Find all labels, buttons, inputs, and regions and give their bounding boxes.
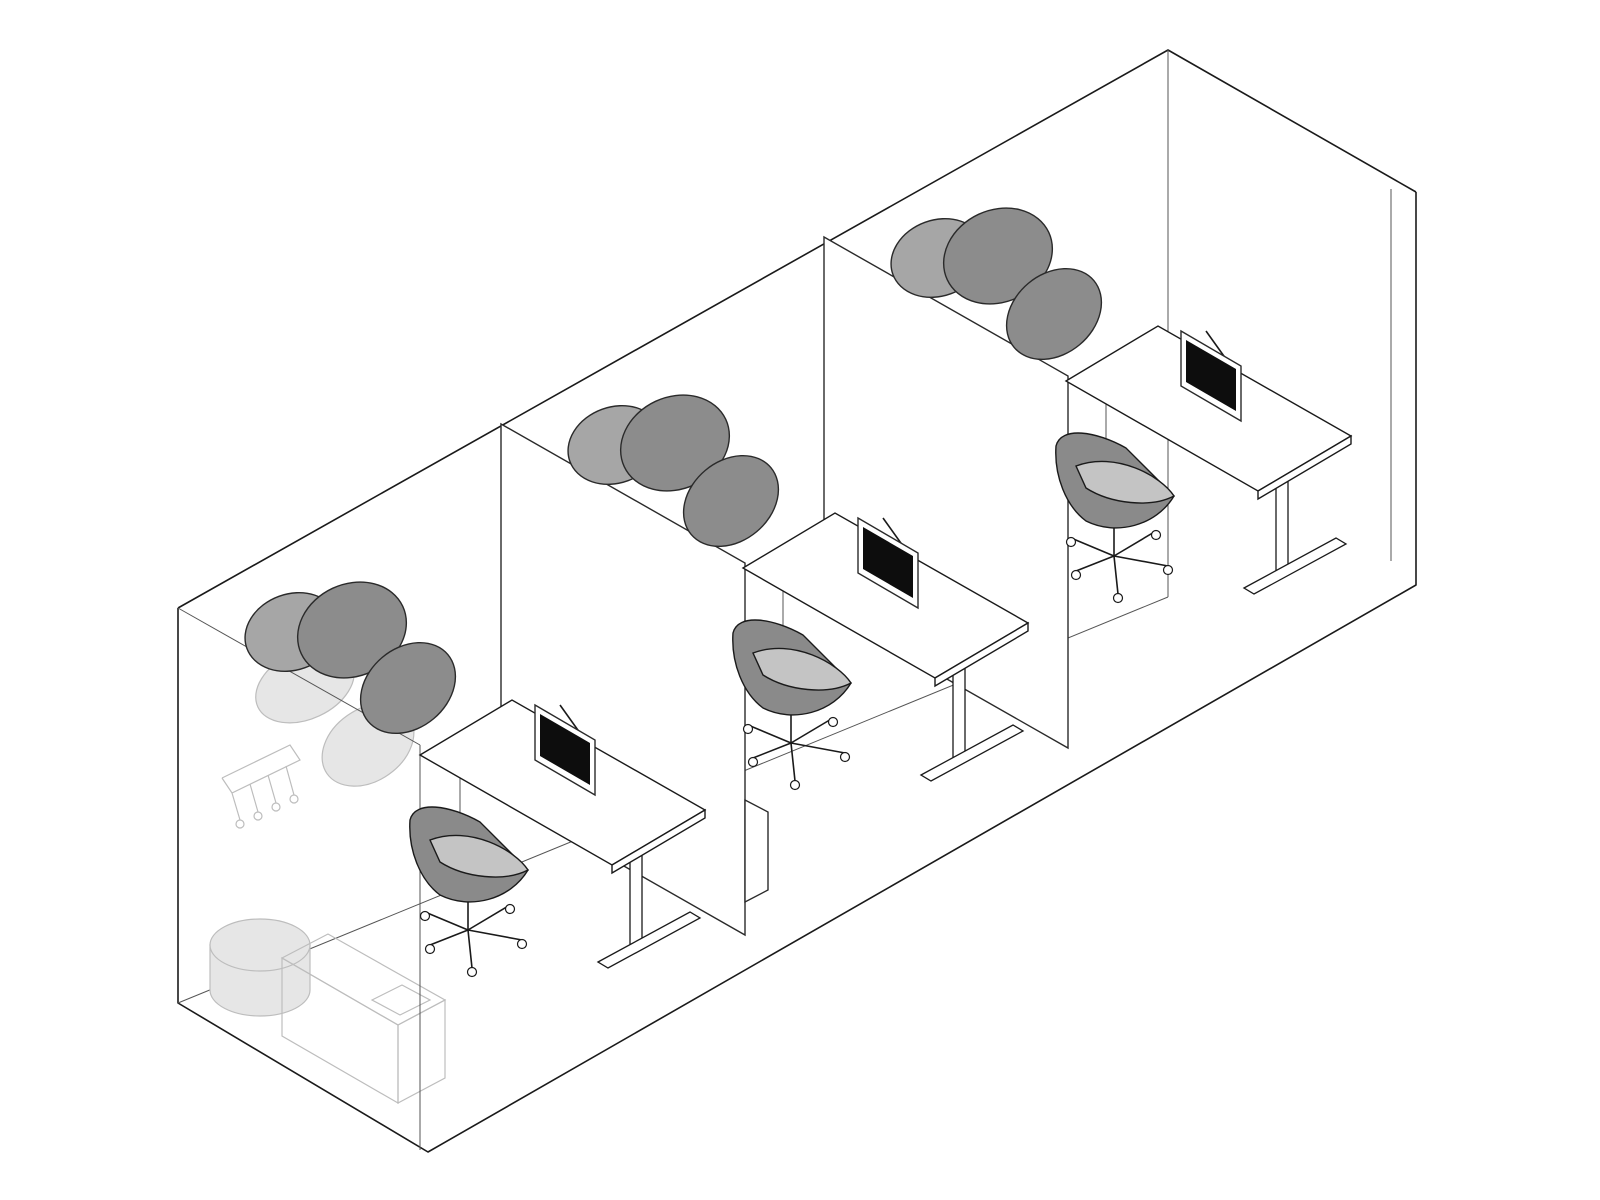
- chair-leg: [467, 929, 523, 941]
- chair-leg: [752, 742, 792, 759]
- chair-leg: [1113, 555, 1119, 595]
- pouf-icon: [209, 918, 311, 1017]
- chair-seat: [1075, 460, 1176, 504]
- acoustic-panel: [359, 641, 457, 735]
- chair-leg: [747, 724, 792, 744]
- desk-foot: [919, 724, 1025, 782]
- chair-caster: [747, 756, 759, 768]
- chair-caster: [1070, 569, 1082, 581]
- storage-cart-icon: [280, 933, 447, 1105]
- top-back-edge: [177, 49, 1417, 609]
- chair-leg: [790, 717, 834, 744]
- workstation-pod: [244, 422, 769, 978]
- workstation-pods: [244, 189, 1392, 978]
- chair-caster: [1112, 592, 1124, 604]
- monitor-screen: [540, 714, 590, 785]
- chair-caster: [466, 966, 478, 978]
- chair-caster: [839, 751, 851, 763]
- chair-leg: [429, 929, 469, 946]
- chair-leg: [790, 742, 796, 782]
- chair-caster: [504, 903, 516, 915]
- chair-caster: [424, 943, 436, 955]
- monitor-screen: [863, 527, 913, 598]
- desk-foot: [596, 911, 702, 969]
- chair-caster: [742, 723, 754, 735]
- chair-leg: [467, 904, 511, 931]
- chair-caster: [1162, 564, 1174, 576]
- chair-caster: [827, 716, 839, 728]
- coat-hook-icon: [221, 744, 301, 829]
- chair-leg: [424, 911, 469, 931]
- desk-edge: [934, 621, 1029, 688]
- workstation-pod: [890, 189, 1392, 604]
- chair-leg: [790, 742, 846, 754]
- chair-caster: [419, 910, 431, 922]
- chair-caster: [789, 779, 801, 791]
- acoustic-panel: [682, 454, 780, 548]
- chair-leg: [467, 929, 473, 969]
- desk-leg: [952, 667, 966, 759]
- chair-leg: [1070, 537, 1115, 557]
- desk-edge: [1257, 434, 1352, 501]
- chair-seat: [752, 647, 853, 691]
- desk-edge: [611, 808, 706, 875]
- chair-leg: [1113, 530, 1157, 557]
- workstation-pod: [567, 235, 1069, 791]
- desk-foot: [1242, 537, 1348, 595]
- acoustic-panel: [1005, 267, 1103, 361]
- chair-caster: [1065, 536, 1077, 548]
- storage-pedestal: [744, 798, 769, 904]
- chair-leg: [1113, 555, 1169, 567]
- chair-leg: [1075, 555, 1115, 572]
- chair-caster: [1150, 529, 1162, 541]
- monitor-screen: [1186, 340, 1236, 411]
- front-edges: [177, 192, 1417, 1153]
- desk-leg: [1275, 480, 1289, 572]
- chair-caster: [516, 938, 528, 950]
- desk-leg: [629, 854, 643, 946]
- chair-seat: [429, 834, 530, 878]
